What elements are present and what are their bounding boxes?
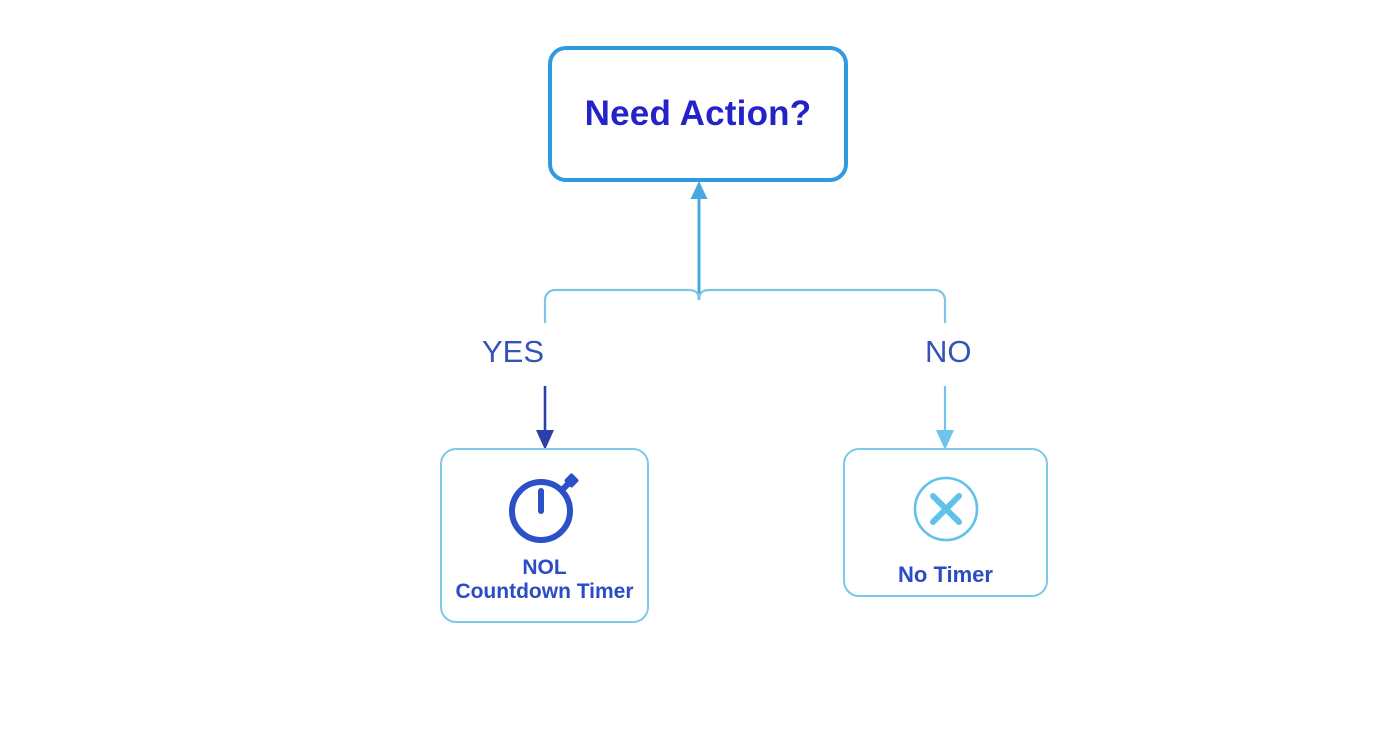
circle-x-icon	[902, 469, 990, 549]
decision-node-title: Need Action?	[584, 94, 812, 133]
no-branch-arrow	[936, 386, 954, 450]
yes-branch-arrow	[536, 386, 554, 450]
decision-node-need-action[interactable]: Need Action?	[548, 46, 848, 182]
outcome-node-nol-countdown-timer[interactable]: NOL Countdown Timer	[440, 448, 649, 623]
outcome-no-label: No Timer	[898, 562, 993, 588]
branch-rail-left	[543, 288, 701, 323]
outcome-yes-label-line2: Countdown Timer	[455, 579, 634, 603]
branch-label-yes: YES	[482, 334, 545, 369]
branch-label-no: NO	[925, 334, 972, 369]
outcome-yes-label: NOL Countdown Timer	[455, 556, 633, 603]
outcome-no-label-line1: No Timer	[898, 562, 993, 587]
branch-rail-right	[697, 288, 947, 323]
outcome-node-no-timer[interactable]: No Timer	[843, 448, 1048, 597]
trunk-arrow-up	[690, 181, 708, 300]
outcome-yes-label-line1: NOL	[522, 556, 567, 579]
stopwatch-icon	[501, 466, 589, 546]
